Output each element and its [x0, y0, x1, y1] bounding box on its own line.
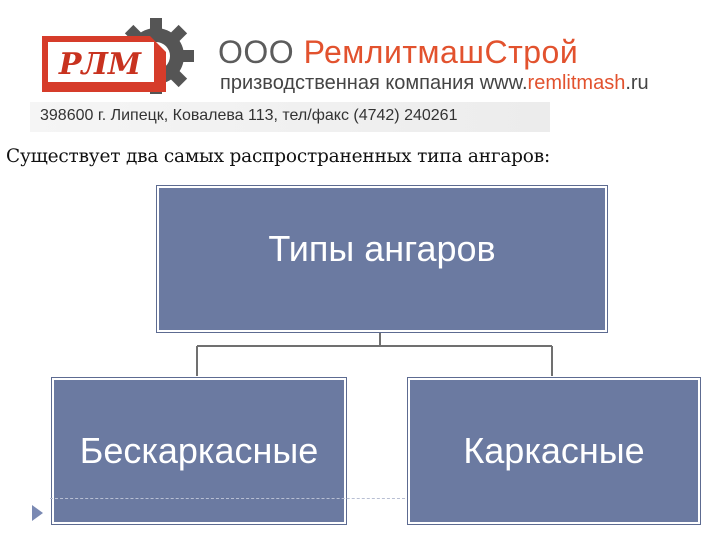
diagram-child-node-frameless: Бескаркасные: [52, 378, 346, 524]
company-logo: РЛМ: [42, 18, 194, 94]
tagline-domain: remlitmash: [527, 72, 626, 94]
child-node-label: Каркасные: [463, 430, 645, 471]
address-bar: [30, 102, 550, 132]
slide-divider: [50, 498, 405, 499]
bullet-arrow-icon: [32, 505, 43, 521]
company-prefix: ООО: [218, 34, 295, 70]
company-name: РемлитмашСтрой: [303, 34, 579, 70]
root-node-label: Типы ангаров: [268, 228, 496, 269]
diagram-root-node: Типы ангаров: [157, 186, 607, 332]
logo-text: РЛМ: [58, 47, 142, 82]
company-tagline: призводственная компания www.remlitmash.…: [220, 72, 649, 95]
company-address: 398600 г. Липецк, Ковалева 113, тел/факс…: [40, 107, 458, 124]
company-title: ООО РемлитмашСтрой: [218, 34, 578, 71]
intro-text: Существует два самых распространенных ти…: [6, 146, 550, 167]
tagline-prefix: призводственная компания www.: [220, 72, 528, 94]
tagline-suffix: .ru: [625, 72, 649, 94]
header: РЛМ ООО РемлитмашСтрой призводственная к…: [0, 0, 720, 140]
child-node-label: Бескаркасные: [79, 430, 319, 471]
diagram-child-node-framed: Каркасные: [408, 378, 700, 524]
